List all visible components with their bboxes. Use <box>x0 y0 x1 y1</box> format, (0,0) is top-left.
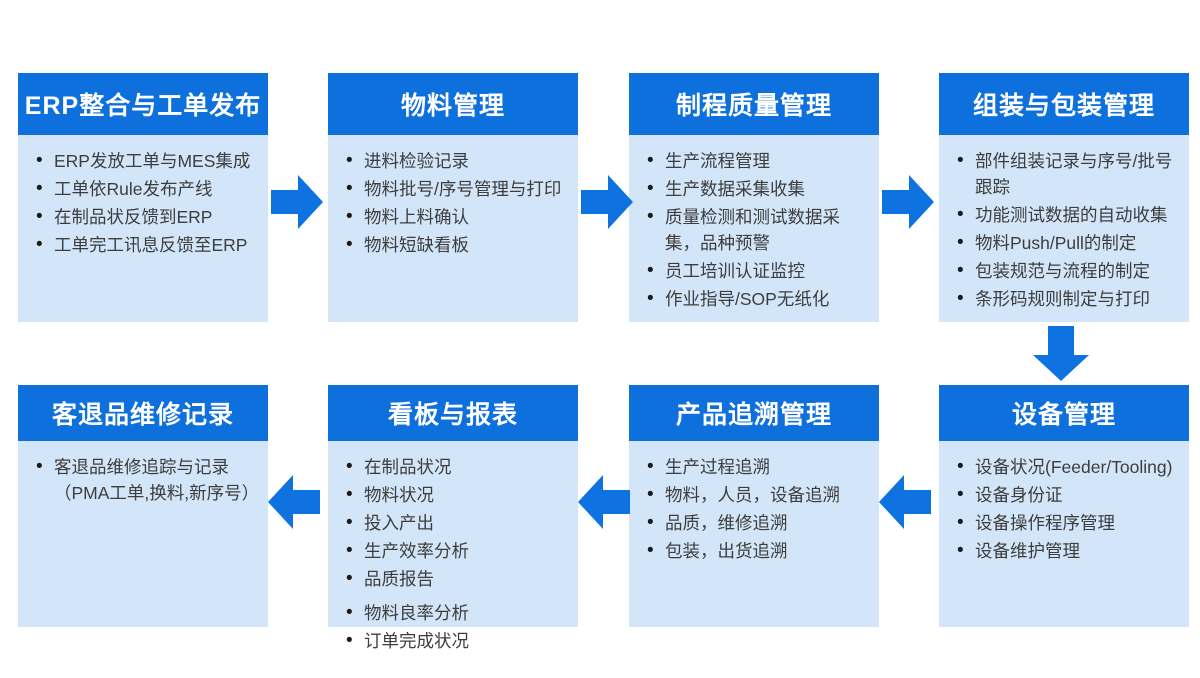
module-body: 进料检验记录物料批号/序号管理与打印物料上料确认物料短缺看板 <box>328 135 578 322</box>
module-title: 产品追溯管理 <box>629 385 879 441</box>
module-feature-list: ERP发放工单与MES集成工单依Rule发布产线在制品状反馈到ERP工单完工讯息… <box>18 135 268 258</box>
feature-item: 生产数据采集收集 <box>643 176 871 202</box>
module-feature-list: 设备状况(Feeder/Tooling)设备身份证设备操作程序管理设备维护管理 <box>939 441 1189 564</box>
feature-item: 品质，维修追溯 <box>643 510 871 536</box>
feature-item: 作业指导/SOP无纸化 <box>643 286 871 312</box>
module-card-equipment-management: 设备管理 设备状况(Feeder/Tooling)设备身份证设备操作程序管理设备… <box>939 385 1189 627</box>
down-arrow-icon <box>1033 326 1089 381</box>
feature-item: 条形码规则制定与打印 <box>953 286 1181 312</box>
right-arrow-icon <box>882 175 934 229</box>
feature-item: 物料上料确认 <box>342 204 570 230</box>
module-card-assembly-packaging: 组装与包装管理 部件组装记录与序号/批号跟踪功能测试数据的自动收集物料Push/… <box>939 73 1189 322</box>
feature-item: 员工培训认证监控 <box>643 258 871 284</box>
feature-item: 物料批号/序号管理与打印 <box>342 176 570 202</box>
module-body: ERP发放工单与MES集成工单依Rule发布产线在制品状反馈到ERP工单完工讯息… <box>18 135 268 322</box>
module-card-material-management: 物料管理 进料检验记录物料批号/序号管理与打印物料上料确认物料短缺看板 <box>328 73 578 322</box>
feature-item: 设备状况(Feeder/Tooling) <box>953 454 1181 480</box>
left-arrow-icon <box>268 475 320 529</box>
module-feature-list: 部件组装记录与序号/批号跟踪功能测试数据的自动收集物料Push/Pull的制定包… <box>939 135 1189 312</box>
module-feature-list: 生产流程管理生产数据采集收集质量检测和测试数据采集，品种预警员工培训认证监控作业… <box>629 135 879 312</box>
module-title: 看板与报表 <box>328 385 578 441</box>
module-body: 部件组装记录与序号/批号跟踪功能测试数据的自动收集物料Push/Pull的制定包… <box>939 135 1189 322</box>
module-card-product-traceability: 产品追溯管理 生产过程追溯物料，人员，设备追溯品质，维修追溯包装，出货追溯 <box>629 385 879 627</box>
module-title: ERP整合与工单发布 <box>18 73 268 135</box>
feature-item: 工单依Rule发布产线 <box>32 176 260 202</box>
module-title: 物料管理 <box>328 73 578 135</box>
right-arrow-icon <box>581 175 633 229</box>
feature-item: 功能测试数据的自动收集 <box>953 202 1181 228</box>
feature-item: 包装，出货追溯 <box>643 538 871 564</box>
module-card-erp-integration: ERP整合与工单发布 ERP发放工单与MES集成工单依Rule发布产线在制品状反… <box>18 73 268 322</box>
feature-item: 设备操作程序管理 <box>953 510 1181 536</box>
module-body: 生产过程追溯物料，人员，设备追溯品质，维修追溯包装，出货追溯 <box>629 441 879 627</box>
feature-item: 质量检测和测试数据采集，品种预警 <box>643 204 871 256</box>
module-body: 生产流程管理生产数据采集收集质量检测和测试数据采集，品种预警员工培训认证监控作业… <box>629 135 879 322</box>
module-body: 客退品维修追踪与记录 （PMA工单,换料,新序号） <box>18 441 268 627</box>
module-card-customer-return-repair: 客退品维修记录 客退品维修追踪与记录 （PMA工单,换料,新序号） <box>18 385 268 627</box>
feature-item: 部件组装记录与序号/批号跟踪 <box>953 148 1181 200</box>
feature-item: 物料，人员，设备追溯 <box>643 482 871 508</box>
left-arrow-icon <box>879 475 931 529</box>
feature-item: 生产过程追溯 <box>643 454 871 480</box>
feature-item: 包装规范与流程的制定 <box>953 258 1181 284</box>
feature-item: 品质报告 <box>342 566 570 592</box>
module-body: 在制品状况物料状况投入产出生产效率分析品质报告物料良率分析订单完成状况 <box>328 441 578 654</box>
module-card-process-quality: 制程质量管理 生产流程管理生产数据采集收集质量检测和测试数据采集，品种预警员工培… <box>629 73 879 322</box>
feature-item: 物料Push/Pull的制定 <box>953 230 1181 256</box>
module-feature-list: 生产过程追溯物料，人员，设备追溯品质，维修追溯包装，出货追溯 <box>629 441 879 564</box>
feature-item: 设备维护管理 <box>953 538 1181 564</box>
feature-item: 在制品状况 <box>342 454 570 480</box>
module-feature-list: 进料检验记录物料批号/序号管理与打印物料上料确认物料短缺看板 <box>328 135 578 258</box>
feature-item: 工单完工讯息反馈至ERP <box>32 232 260 258</box>
feature-item: 进料检验记录 <box>342 148 570 174</box>
feature-item: 物料良率分析 <box>342 600 570 626</box>
feature-item: 生产流程管理 <box>643 148 871 174</box>
feature-item: 设备身份证 <box>953 482 1181 508</box>
feature-item: 客退品维修追踪与记录 （PMA工单,换料,新序号） <box>32 454 260 506</box>
feature-item: 物料短缺看板 <box>342 232 570 258</box>
feature-item: 生产效率分析 <box>342 538 570 564</box>
feature-item: 投入产出 <box>342 510 570 536</box>
right-arrow-icon <box>271 175 323 229</box>
feature-item: 物料状况 <box>342 482 570 508</box>
feature-item: 订单完成状况 <box>342 628 570 654</box>
module-feature-list: 在制品状况物料状况投入产出生产效率分析品质报告物料良率分析订单完成状况 <box>328 441 578 654</box>
feature-item: ERP发放工单与MES集成 <box>32 148 260 174</box>
module-body: 设备状况(Feeder/Tooling)设备身份证设备操作程序管理设备维护管理 <box>939 441 1189 627</box>
left-arrow-icon <box>578 475 630 529</box>
module-title: 制程质量管理 <box>629 73 879 135</box>
module-title: 客退品维修记录 <box>18 385 268 441</box>
feature-item: 在制品状反馈到ERP <box>32 204 260 230</box>
module-title: 组装与包装管理 <box>939 73 1189 135</box>
module-title: 设备管理 <box>939 385 1189 441</box>
module-card-dashboard-reports: 看板与报表 在制品状况物料状况投入产出生产效率分析品质报告物料良率分析订单完成状… <box>328 385 578 654</box>
module-feature-list: 客退品维修追踪与记录 （PMA工单,换料,新序号） <box>18 441 268 506</box>
